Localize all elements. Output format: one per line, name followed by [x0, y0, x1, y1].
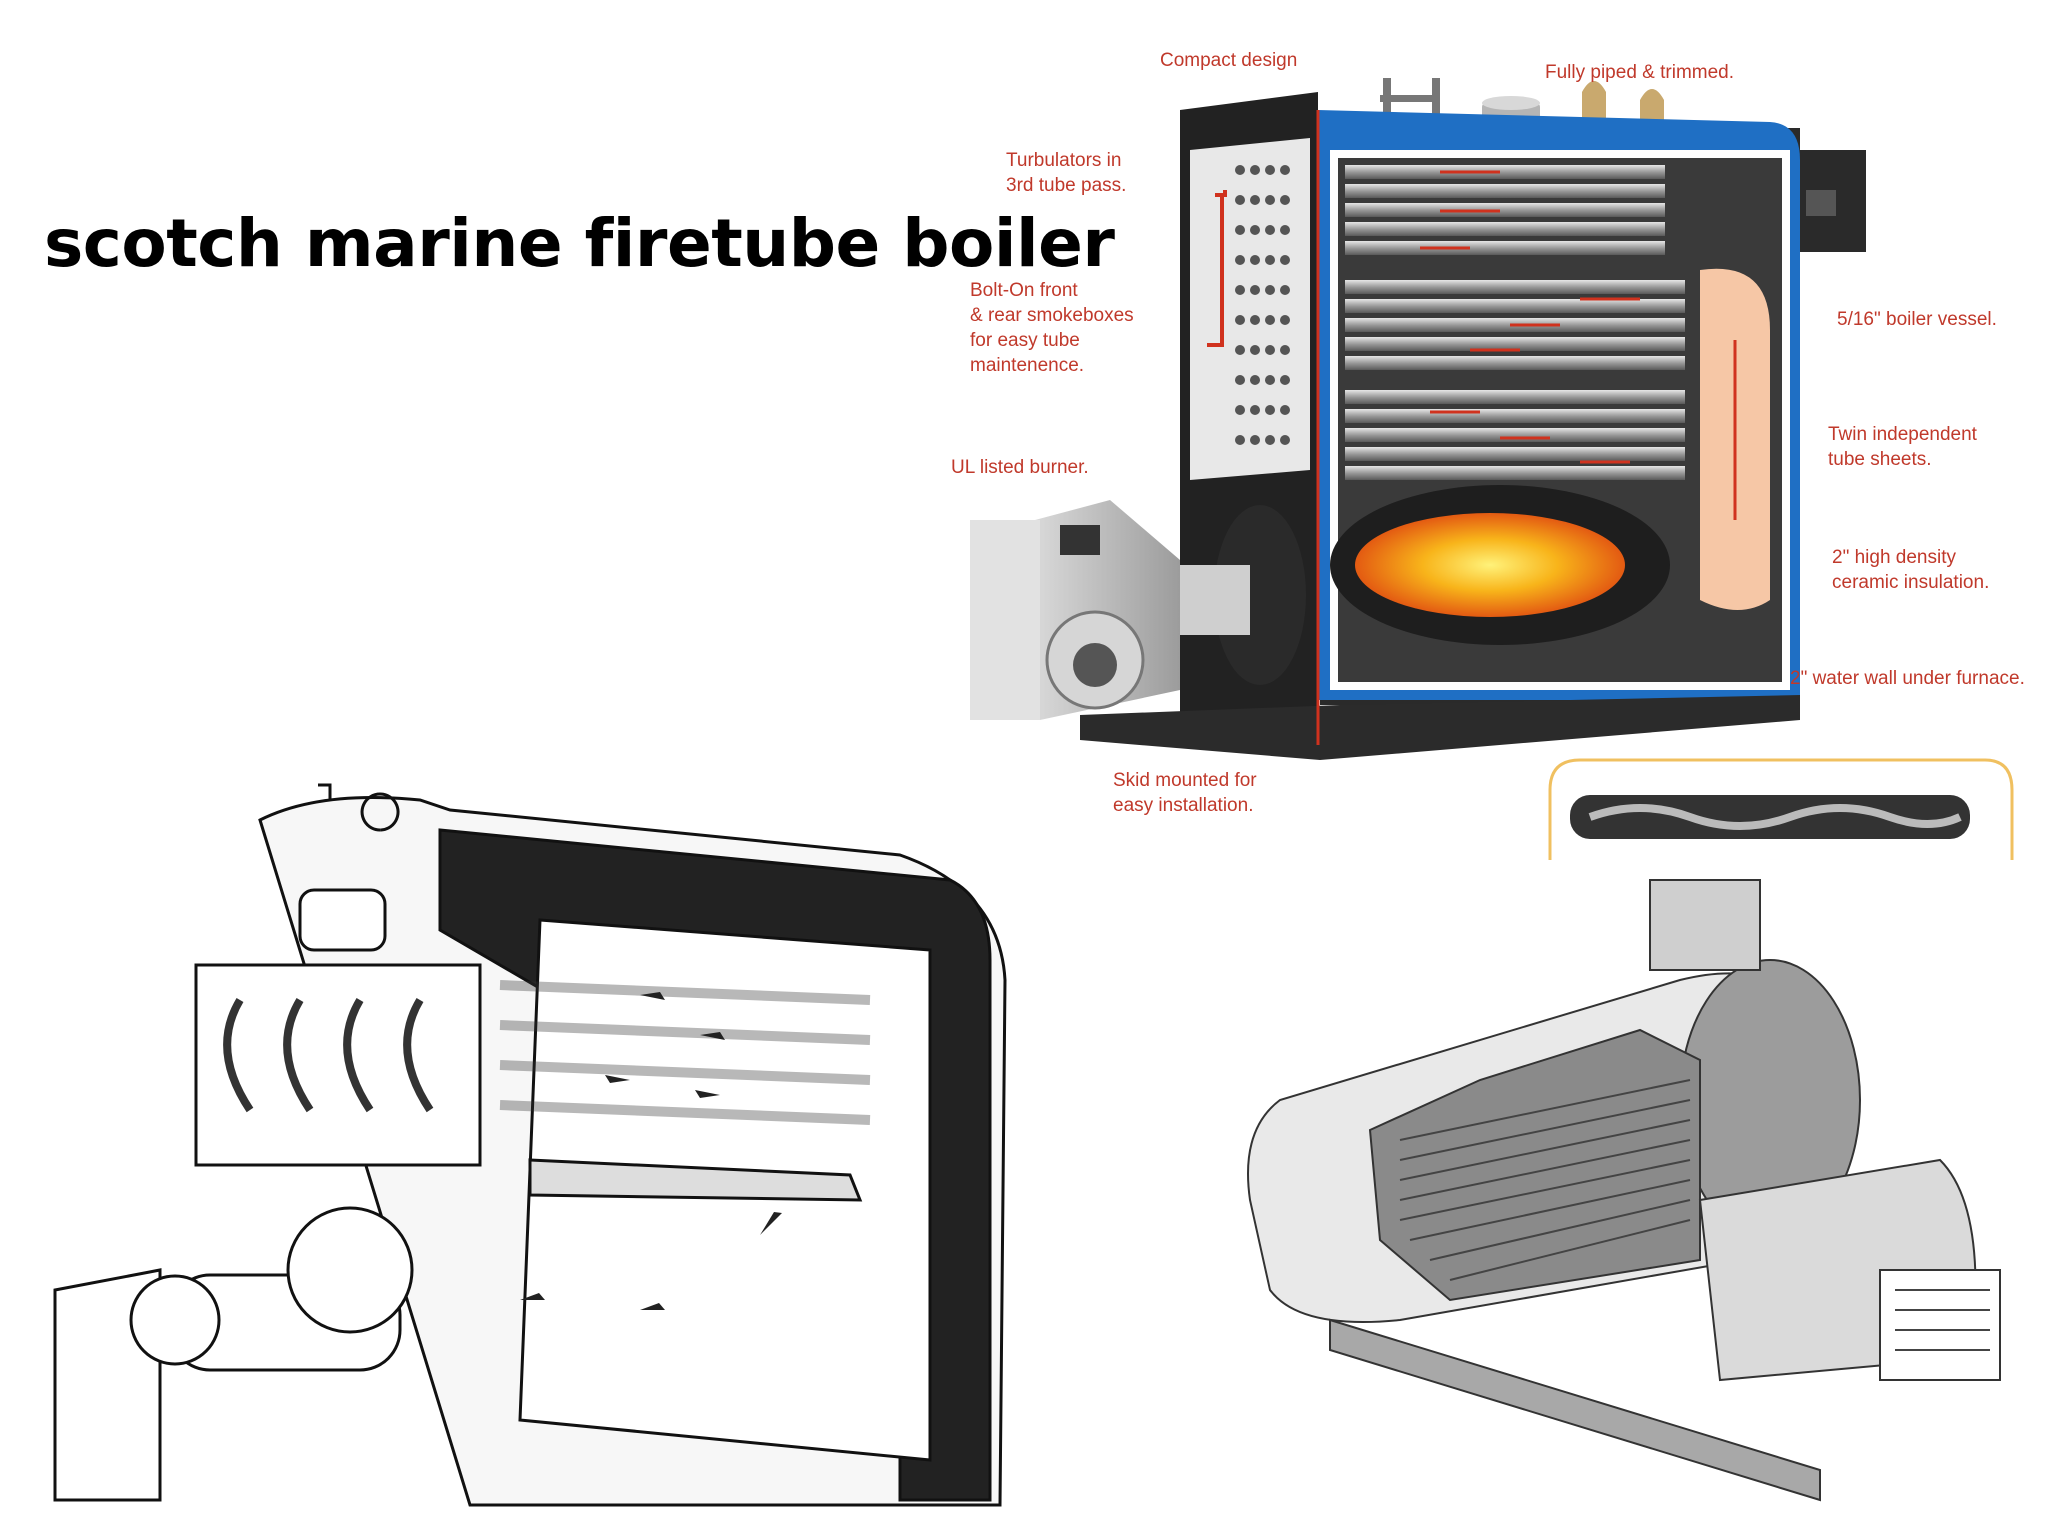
- flame: [1355, 513, 1625, 617]
- grey-tube-bank: [1368, 1028, 1701, 1302]
- slide-title: scotch marine firetube boiler: [44, 205, 1115, 282]
- flow-arrows: [1420, 170, 1640, 464]
- callout-tube-sheets: Twin independent tube sheets.: [1828, 424, 1977, 470]
- tube-sheet-holes: [1235, 165, 1290, 445]
- callout-insulation: 2" high density ceramic insulation.: [1832, 547, 1990, 593]
- burner: [970, 500, 1306, 720]
- skid: [1080, 695, 1800, 760]
- turbulator-inset: [1548, 758, 2014, 860]
- callout-fully-piped: Fully piped & trimmed.: [1545, 62, 1735, 83]
- line-smokebox-arcs: [223, 997, 434, 1113]
- callout-water-wall: 2" water wall under furnace.: [1790, 668, 2025, 689]
- grey-boiler-cutaway-figure: [1247, 879, 2001, 1502]
- grey-tube-lines: [1399, 1079, 1990, 1351]
- colored-boiler-cutaway-figure: [970, 78, 2014, 860]
- line-drawing-boiler-figure: [53, 783, 1007, 1507]
- grey-skid: [1329, 1318, 1821, 1502]
- callout-ul-burner: UL listed burner.: [951, 457, 1089, 478]
- grey-top-nozzle: [1649, 879, 1761, 971]
- callout-turbulators: Turbulators in 3rd tube pass.: [1006, 150, 1127, 196]
- callout-skid-mounted: Skid mounted for easy installation.: [1113, 770, 1257, 816]
- callout-boiler-vessel: 5/16" boiler vessel.: [1837, 309, 1997, 330]
- callout-compact-design: Compact design: [1160, 50, 1298, 71]
- line-arrows: [520, 992, 782, 1310]
- line-smokebox: [194, 963, 482, 1167]
- grey-fan-grille: [1879, 1269, 2001, 1381]
- callout-bolt-on-smokeboxes: Bolt-On front & rear smokeboxes for easy…: [970, 280, 1134, 376]
- fire-tubes: [1345, 165, 1685, 480]
